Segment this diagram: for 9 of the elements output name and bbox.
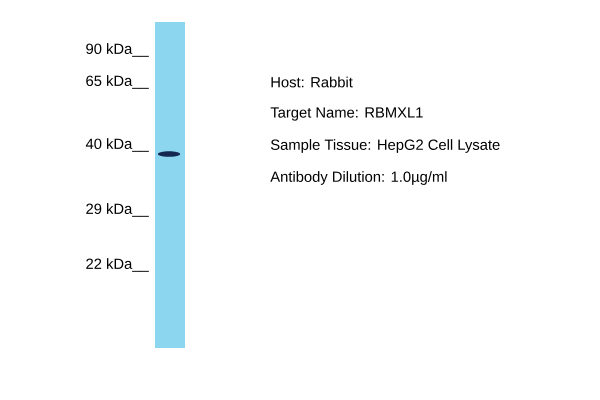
- marker-label: 22 kDa__: [86, 258, 149, 272]
- marker-label: 90 kDa__: [86, 43, 149, 57]
- info-text: Host: Rabbit: [272, 76, 353, 88]
- marker-label: 29 kDa__: [86, 203, 149, 217]
- marker-label: 40 kDa__: [86, 138, 149, 152]
- info-text: Sample Tissue: HepG2 Cell Lysate: [270, 139, 500, 153]
- marker-label: 65 kDa__: [86, 75, 149, 89]
- info-text: Antibody Dilution: 1.0µg/ml: [270, 171, 447, 185]
- info-text: Target Name: RBMXL1: [270, 107, 423, 121]
